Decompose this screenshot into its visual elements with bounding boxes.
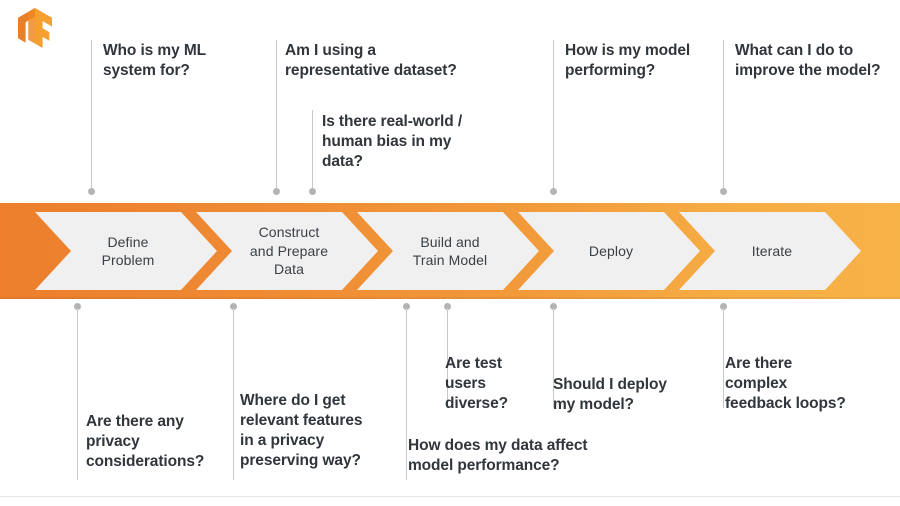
question-below-3: Are test users diverse? bbox=[445, 355, 508, 412]
tensorflow-logo bbox=[18, 8, 52, 48]
bottom-divider bbox=[0, 496, 900, 497]
leader-dot-top-4 bbox=[550, 188, 557, 195]
leader-dot-bottom-2 bbox=[230, 303, 237, 310]
question-below-2: Where do I get relevant features in a pr… bbox=[240, 392, 363, 469]
question-above-2: Am I using a representative dataset? bbox=[285, 42, 457, 79]
question-below-1: Are there any privacy considerations? bbox=[86, 413, 205, 470]
question-below-4: How does my data affect model performanc… bbox=[408, 437, 588, 474]
leader-dot-bottom-6 bbox=[720, 303, 727, 310]
leader-line-bottom-2 bbox=[233, 308, 234, 480]
question-below-6: Are there complex feedback loops? bbox=[725, 355, 846, 412]
leader-line-bottom-5 bbox=[553, 308, 554, 408]
leader-line-bottom-6 bbox=[723, 308, 724, 408]
pipeline-step-label: Construct and Prepare Data bbox=[249, 224, 329, 278]
leader-line-top-4 bbox=[553, 40, 554, 190]
leader-line-bottom-3 bbox=[406, 308, 407, 480]
leader-line-top-3 bbox=[312, 110, 313, 190]
leader-dot-top-5 bbox=[720, 188, 727, 195]
pipeline-step-label: Define Problem bbox=[101, 233, 155, 268]
pipeline-step-label: Iterate bbox=[751, 242, 793, 259]
leader-dot-top-1 bbox=[88, 188, 95, 195]
question-below-5: Should I deploy my model? bbox=[553, 376, 667, 413]
pipeline-step-label: Build and Train Model bbox=[412, 233, 488, 268]
leader-line-top-1 bbox=[91, 40, 92, 190]
question-above-5: What can I do to improve the model? bbox=[735, 42, 881, 79]
question-above-3: Is there real-world / human bias in my d… bbox=[322, 113, 463, 170]
question-above-4: How is my model performing? bbox=[565, 42, 691, 79]
leader-dot-bottom-4 bbox=[444, 303, 451, 310]
leader-line-top-2 bbox=[276, 40, 277, 190]
pipeline-step-iterate[interactable]: Iterate bbox=[679, 212, 861, 290]
pipeline-step-label: Deploy bbox=[588, 242, 634, 259]
leader-dot-top-2 bbox=[273, 188, 280, 195]
question-above-1: Who is my ML system for? bbox=[103, 42, 206, 79]
leader-line-top-5 bbox=[723, 40, 724, 190]
leader-line-bottom-1 bbox=[77, 308, 78, 480]
leader-line-bottom-4 bbox=[447, 308, 448, 408]
leader-dot-bottom-1 bbox=[74, 303, 81, 310]
leader-dot-bottom-5 bbox=[550, 303, 557, 310]
leader-dot-bottom-3 bbox=[403, 303, 410, 310]
leader-dot-top-3 bbox=[309, 188, 316, 195]
